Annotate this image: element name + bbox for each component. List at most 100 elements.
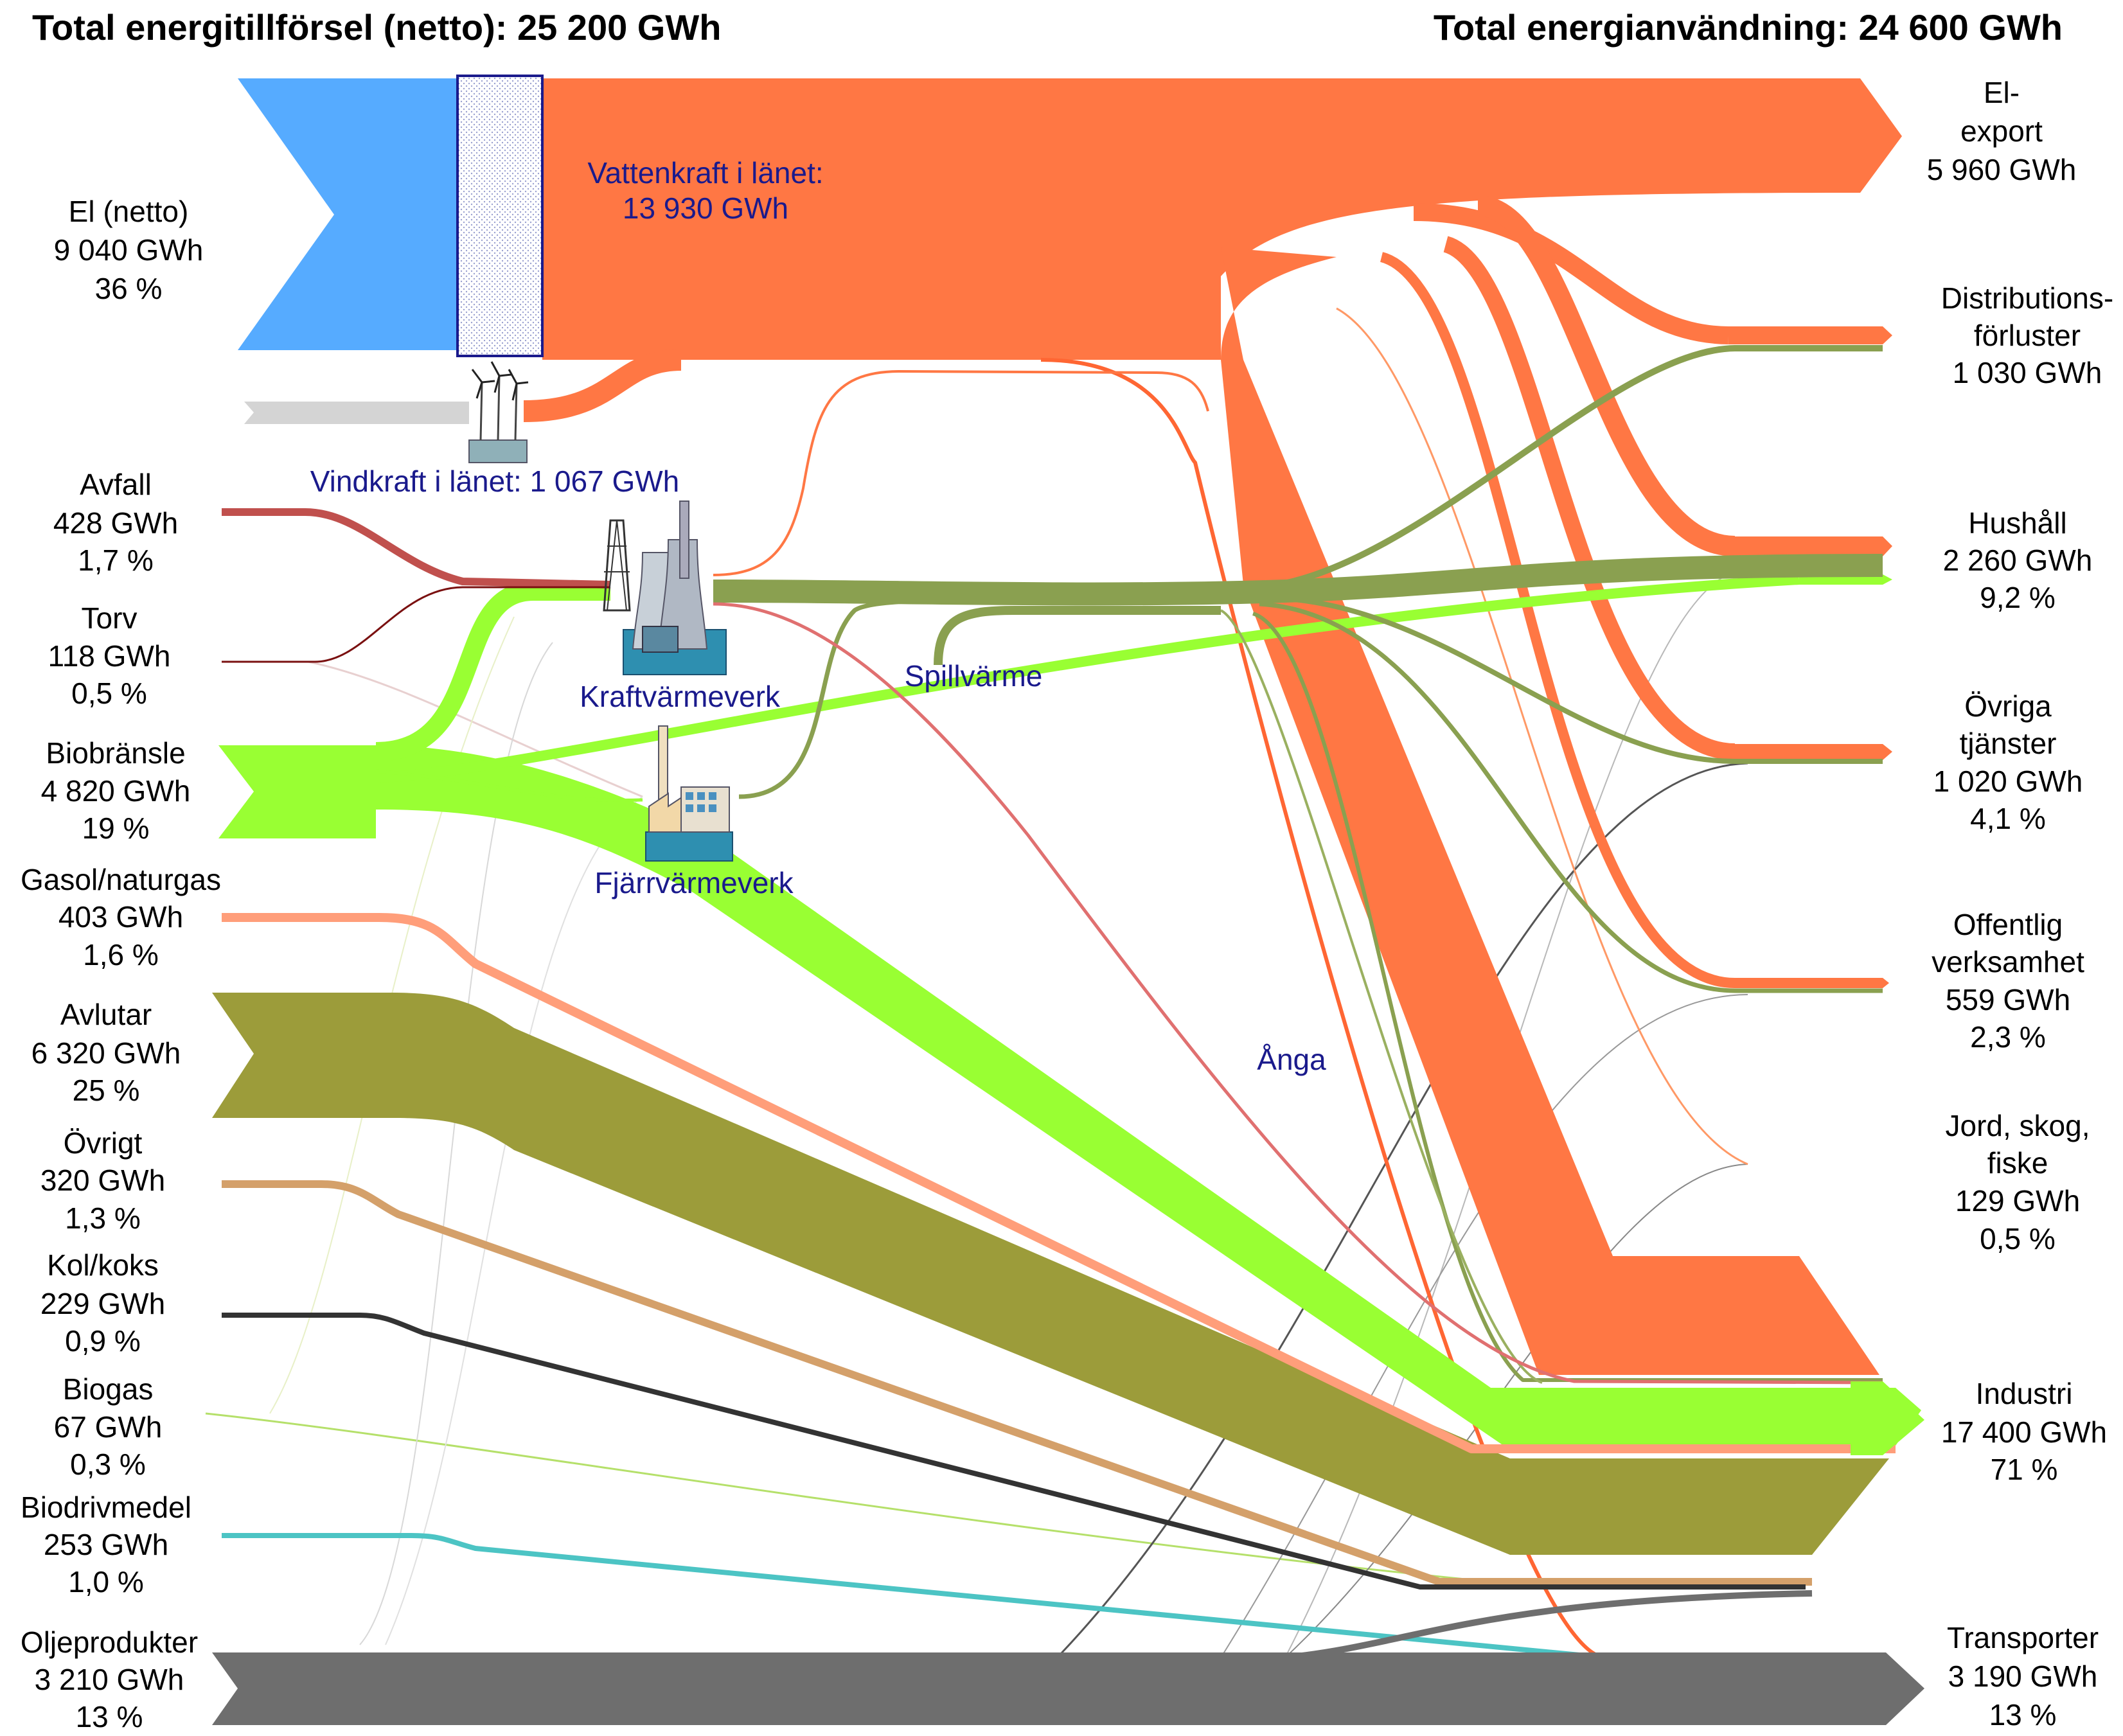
olja-arrowhead	[1851, 1652, 1924, 1725]
sink-labels: El- export 5 960 GWh Distributions- förl…	[1927, 76, 2114, 1732]
thin-flows	[205, 307, 1748, 1658]
flow-bio-kraftvarme	[375, 581, 610, 761]
flow-el-distribution-head	[1728, 326, 1892, 344]
source-olja-name: Oljeprodukter	[21, 1625, 198, 1659]
flow-bio-fjarrvarme	[375, 769, 643, 802]
sink-arrowheads	[1851, 1381, 1924, 1725]
flow-torv	[222, 586, 610, 663]
sink-ovrigatjanster: Övriga tjänster 1 020 GWh 4,1 %	[1933, 689, 2083, 835]
flow-avlutar-source	[212, 993, 392, 1118]
source-biobransle-share: 19 %	[82, 811, 150, 845]
industri-arrowhead	[1851, 1381, 1924, 1455]
flow-electricity-industri	[1221, 247, 1879, 1375]
flow-heat-industri-1	[1252, 612, 1883, 1382]
source-olja: Oljeprodukter 3 210 GWh 13 %	[21, 1625, 198, 1733]
sink-offentlig-name-1: Offentlig	[1953, 908, 2063, 941]
vattenkraft-label-1: Vattenkraft i länet:	[587, 156, 823, 190]
sink-offentlig-name-2: verksamhet	[1932, 945, 2084, 979]
flow-bio-industri	[376, 745, 1921, 1446]
sink-distribution-value: 1 030 GWh	[1953, 356, 2102, 389]
source-biogas-share: 0,3 %	[70, 1448, 146, 1481]
flow-heat-kraftvarme	[713, 554, 1883, 606]
sink-industri: Industri 17 400 GWh 71 %	[1941, 1377, 2107, 1486]
flow-el-jord	[1336, 307, 1748, 1165]
sink-industri-name: Industri	[1976, 1377, 2073, 1410]
flow-heat-offentlig	[1259, 601, 1883, 993]
flow-bio-source	[218, 745, 376, 838]
anga-label: Ånga	[1257, 1043, 1326, 1076]
flow-el-ovriga	[1443, 236, 1736, 760]
source-biobransle-name: Biobränsle	[46, 736, 185, 770]
source-avfall: Avfall 428 GWh 1,7 %	[53, 468, 178, 577]
header-left-title: Total energitillförsel (netto): 25 200 G…	[32, 7, 721, 48]
source-kol-value: 229 GWh	[40, 1287, 165, 1320]
source-kol: Kol/koks 229 GWh 0,9 %	[40, 1248, 165, 1358]
flow-el-ovriga-head	[1735, 744, 1892, 760]
flow-el-transporter	[1040, 358, 1876, 1660]
source-torv-value: 118 GWh	[48, 639, 171, 673]
flow-olja-ovriga	[1059, 762, 1748, 1656]
flow-heat-ovriga	[1259, 595, 1883, 764]
source-torv: Torv 118 GWh 0,5 %	[48, 601, 171, 710]
flow-spillvarme	[934, 606, 1221, 666]
source-olja-share: 13 %	[76, 1700, 143, 1733]
flow-anga	[713, 602, 1883, 1385]
sink-distribution-name-2: förluster	[1974, 319, 2081, 352]
source-avfall-value: 428 GWh	[53, 506, 178, 540]
sink-jord: Jord, skog, fiske 129 GWh 0,5 %	[1946, 1109, 2090, 1255]
source-el-value: 9 040 GWh	[54, 233, 204, 267]
sink-hushall-share: 9,2 %	[1980, 581, 2056, 614]
flow-el-hushall	[1477, 195, 1736, 556]
sink-elexport-name-2: export	[1960, 114, 2043, 148]
sink-hushall-name: Hushåll	[1968, 506, 2066, 540]
sink-ovrigatjanster-value: 1 020 GWh	[1933, 765, 2083, 798]
sink-offentlig: Offentlig verksamhet 559 GWh 2,3 %	[1932, 908, 2084, 1054]
source-ovrigt-value: 320 GWh	[40, 1164, 165, 1197]
source-gasol-share: 1,6 %	[83, 938, 159, 971]
source-biogas: Biogas 67 GWh 0,3 %	[54, 1372, 163, 1481]
sink-ovrigatjanster-name-2: tjänster	[1960, 727, 2057, 760]
sink-elexport: El- export 5 960 GWh	[1927, 76, 2077, 186]
flow-wind-to-el	[523, 349, 682, 422]
flow-kol	[222, 1313, 1806, 1590]
spillvarme-label: Spillvärme	[905, 659, 1043, 693]
flow-el-hushall-head	[1735, 536, 1892, 556]
district-heating-plant-icon	[645, 725, 733, 862]
source-biodrivmedel-share: 1,0 %	[68, 1565, 144, 1599]
main-flows	[212, 78, 1921, 1725]
flow-ovrigt	[222, 1180, 1812, 1586]
source-ovrigt: Övrigt 320 GWh 1,3 %	[40, 1126, 165, 1235]
source-ovrigt-share: 1,3 %	[65, 1201, 141, 1235]
sink-hushall-value: 2 260 GWh	[1943, 544, 2093, 577]
source-avfall-share: 1,7 %	[78, 544, 154, 577]
source-torv-name: Torv	[82, 601, 138, 635]
flow-gasol	[222, 913, 1896, 1453]
source-avlutar: Avlutar 6 320 GWh 25 %	[31, 998, 181, 1107]
header-right-title: Total energianvändning: 24 600 GWh	[1434, 7, 2063, 48]
flow-light-left-2	[385, 796, 643, 1645]
flow-kraftvarme-el	[713, 370, 1209, 576]
sink-jord-name-2: fiske	[1987, 1146, 2048, 1180]
source-biobransle: Biobränsle 4 820 GWh 19 %	[41, 736, 191, 845]
fjarrvarmeverk-label: Fjärrvärmeverk	[594, 866, 794, 899]
source-avlutar-name: Avlutar	[60, 998, 152, 1031]
flow-electricity-main	[542, 78, 1902, 360]
flow-wind-gray	[244, 402, 469, 424]
source-ovrigt-name: Övrigt	[64, 1126, 143, 1160]
sink-transporter: Transporter 3 190 GWh 13 %	[1947, 1621, 2099, 1732]
vattenkraft-box	[456, 75, 544, 357]
flow-heat-fjarrvarme	[738, 598, 1029, 799]
source-gasol-name: Gasol/naturgas	[21, 863, 221, 896]
source-avfall-name: Avfall	[80, 468, 152, 501]
sink-industri-share: 71 %	[1991, 1453, 2058, 1486]
flow-heat-distribution	[1252, 345, 1883, 591]
source-biodrivmedel-value: 253 GWh	[44, 1528, 168, 1561]
source-biobransle-value: 4 820 GWh	[41, 774, 191, 808]
source-el-name: El (netto)	[69, 195, 189, 228]
source-avlutar-share: 25 %	[73, 1074, 140, 1107]
wind-turbine-icon	[468, 361, 529, 463]
source-gasol-value: 403 GWh	[58, 900, 183, 934]
sink-industri-value: 17 400 GWh	[1941, 1415, 2107, 1449]
